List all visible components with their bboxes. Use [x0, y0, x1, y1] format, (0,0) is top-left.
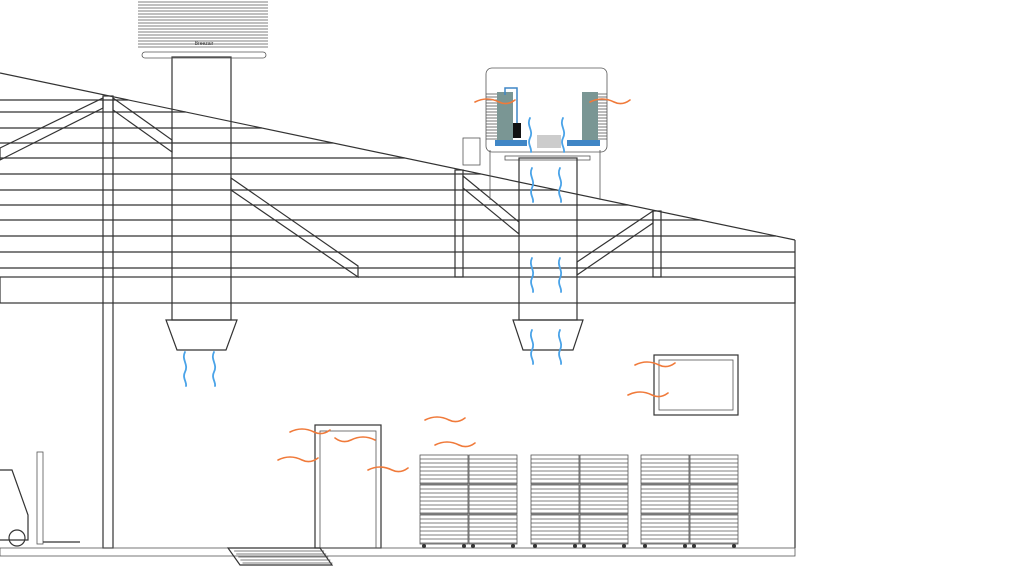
window	[653, 354, 739, 416]
rack-unit	[689, 484, 739, 515]
cool-air-arrow	[211, 351, 217, 387]
left-duct	[171, 56, 232, 321]
cool-air-arrow	[529, 257, 535, 293]
rack-wheel	[692, 544, 696, 548]
pump	[513, 123, 521, 138]
rack-unit	[468, 454, 518, 485]
hot-air-arrow	[434, 441, 476, 448]
rack-unit	[530, 484, 580, 515]
airflow-arrows	[182, 98, 676, 473]
rack-unit	[530, 454, 580, 485]
rack-unit	[419, 484, 469, 515]
rack-unit	[468, 484, 518, 515]
right-duct	[518, 157, 578, 321]
rack-wheel	[573, 544, 577, 548]
rack-unit	[530, 514, 580, 545]
rack-unit	[640, 454, 690, 485]
hot-air-arrow	[367, 466, 409, 473]
floor-grate	[226, 547, 334, 566]
rack-unit	[579, 454, 629, 485]
left-roof-cooler: Breezair	[138, 1, 607, 351]
cool-air-arrow	[529, 329, 535, 365]
right-diffuser	[512, 319, 584, 351]
right-roof-cooler	[462, 67, 608, 351]
rack-unit	[640, 514, 690, 545]
cool-air-arrow	[557, 167, 563, 203]
rack-wheel	[683, 544, 687, 548]
rack-wheel	[511, 544, 515, 548]
rack-wheel	[643, 544, 647, 548]
cool-air-arrow	[182, 351, 188, 387]
cool-air-arrow	[560, 117, 566, 153]
rack-unit	[579, 484, 629, 515]
rack-unit	[419, 454, 469, 485]
rack-unit	[640, 484, 690, 515]
cooling-pad-right	[582, 92, 598, 140]
hot-air-arrow	[634, 361, 676, 368]
forklift	[0, 451, 80, 547]
hot-air-arrow	[589, 98, 631, 105]
hot-air-arrow	[277, 456, 319, 463]
storage-racks	[419, 454, 739, 548]
roof-structure	[0, 72, 796, 548]
hot-air-arrow	[627, 391, 669, 398]
roof-trusses	[0, 95, 662, 549]
rack-wheel	[533, 544, 537, 548]
rack-unit	[689, 514, 739, 545]
rack-wheel	[462, 544, 466, 548]
left-diffuser	[165, 319, 238, 351]
rack-unit	[419, 514, 469, 545]
rack-wheel	[622, 544, 626, 548]
cool-air-arrow	[529, 167, 535, 203]
floor	[0, 547, 796, 566]
rack-wheel	[422, 544, 426, 548]
door	[314, 424, 382, 549]
cooler-logo: Breezair	[195, 41, 214, 47]
water-tray	[495, 140, 527, 146]
hot-air-arrow	[424, 416, 466, 423]
hot-air-arrow	[334, 436, 376, 443]
hot-air-arrow	[289, 428, 331, 435]
rack-unit	[579, 514, 629, 545]
hot-air-arrow	[474, 98, 516, 105]
cool-air-arrow	[557, 329, 563, 365]
rack-unit	[689, 454, 739, 485]
cooling-pad-left	[497, 92, 513, 140]
control-box	[462, 137, 481, 166]
cool-air-arrow	[527, 117, 533, 153]
rack-wheel	[732, 544, 736, 548]
rack-wheel	[582, 544, 586, 548]
rack-unit	[468, 514, 518, 545]
rack-wheel	[471, 544, 475, 548]
cool-air-arrow	[557, 257, 563, 293]
